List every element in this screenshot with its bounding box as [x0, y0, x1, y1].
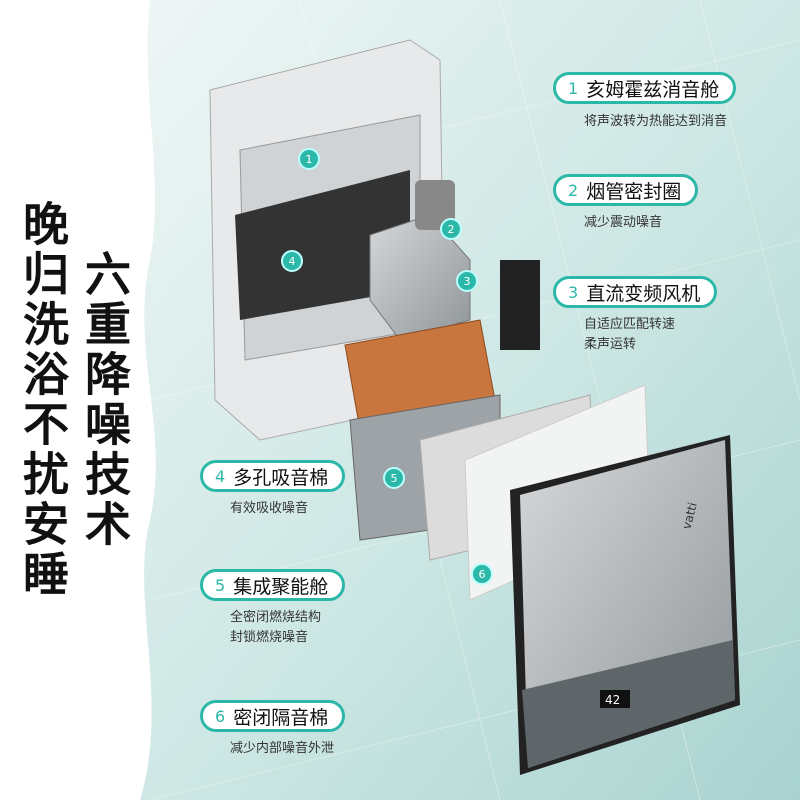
display-readout: 42 [605, 693, 620, 707]
feature-title: 密闭隔音棉 [233, 706, 329, 729]
sound-absorbing-foam [235, 170, 410, 320]
feature-number: 5 [215, 575, 226, 595]
feature-number: 1 [568, 78, 579, 98]
feature-1-title: 1 亥姆霍兹消音舱 [553, 72, 737, 104]
headline-line2: 六重降噪技术 [78, 250, 132, 550]
feature-title: 烟管密封圈 [586, 180, 682, 203]
feature-title: 直流变频风机 [586, 282, 701, 305]
callout-marker-3: 3 [456, 270, 478, 292]
feature-title: 多孔吸音棉 [233, 466, 329, 489]
feature-number: 3 [568, 282, 579, 302]
feature-6-desc: 减少内部噪音外泄 [230, 741, 335, 756]
callout-marker-6: 6 [471, 563, 493, 585]
headline-line1: 晚归洗浴不扰安睡 [16, 200, 70, 600]
feature-5-title: 5 集成聚能舱 [200, 569, 346, 601]
feature-title: 集成聚能舱 [233, 575, 329, 598]
feature-3-title: 3 直流变频风机 [553, 276, 718, 308]
feature-3-desc: 自适应匹配转速柔声运转 [584, 315, 675, 355]
feature-number: 2 [568, 180, 579, 200]
desc-line: 封锁燃烧噪音 [230, 630, 309, 645]
feature-6-title: 6 密闭隔音棉 [200, 700, 346, 732]
callout-marker-2: 2 [440, 218, 462, 240]
feature-number: 4 [215, 466, 226, 486]
desc-line: 自适应匹配转速 [584, 317, 676, 332]
feature-title: 亥姆霍兹消音舱 [586, 78, 720, 101]
feature-4-desc: 有效吸收噪音 [230, 501, 309, 516]
callout-marker-4: 4 [281, 250, 303, 272]
feature-number: 6 [215, 706, 226, 726]
desc-line: 柔声运转 [584, 337, 637, 352]
feature-2-title: 2 烟管密封圈 [553, 174, 699, 206]
feature-1-desc: 将声波转为热能达到消音 [584, 114, 728, 129]
callout-marker-1: 1 [298, 148, 320, 170]
callout-marker-5: 5 [383, 467, 405, 489]
desc-line: 全密闭燃烧结构 [230, 610, 322, 625]
feature-2-desc: 减少震动噪音 [584, 215, 663, 230]
brand-logo: vatti [679, 501, 700, 531]
feature-5-desc: 全密闭燃烧结构封锁燃烧噪音 [230, 608, 321, 648]
feature-4-title: 4 多孔吸音棉 [200, 460, 346, 492]
